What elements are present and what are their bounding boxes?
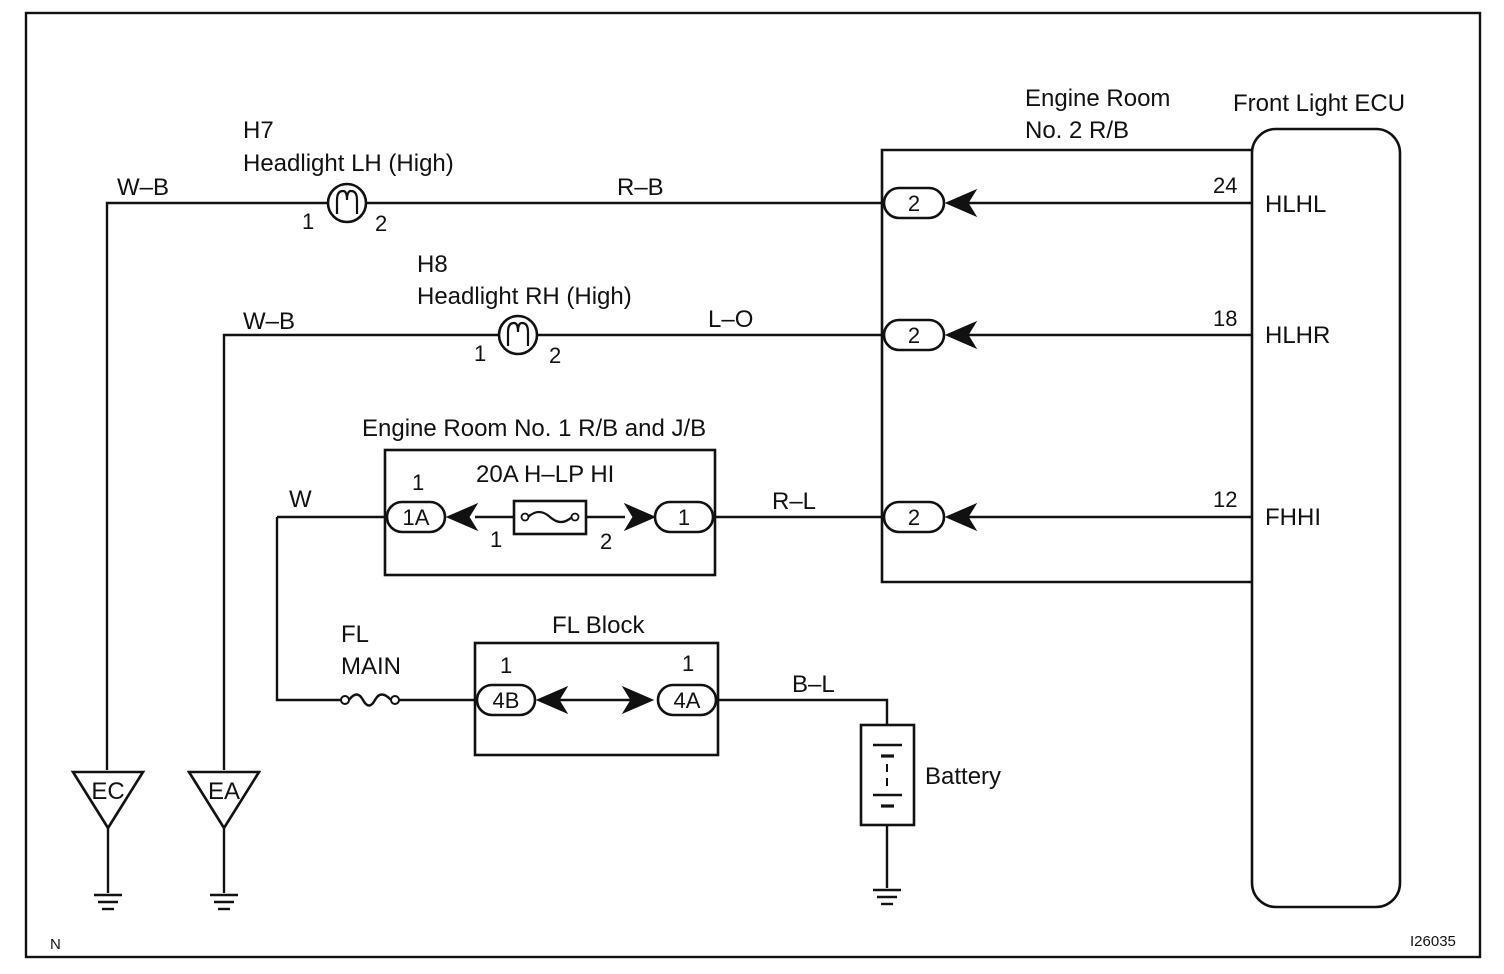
headlight-rh-name: Headlight RH (High) — [417, 283, 632, 310]
fuse-name: 20A H–LP HI — [476, 461, 614, 488]
ecu-pin-signal-hlhl: HLHL — [1265, 191, 1326, 218]
wire-b-l — [716, 698, 889, 725]
wire-b-l-label: B–L — [792, 671, 835, 698]
relay-block-2-title-line2: No. 2 R/B — [1025, 117, 1129, 144]
ground-ec: EC — [70, 770, 146, 911]
relay-block-1-outline — [383, 448, 717, 577]
fuse-pin2: 2 — [600, 529, 612, 554]
fl-block-circuit: FL MAIN FL Block 4B 1 4A 1 B–L — [275, 517, 889, 757]
connector-4b — [475, 683, 537, 717]
ground-ea-icon — [210, 893, 238, 911]
headlight-lh-ground-wire-label: W–B — [117, 174, 169, 201]
wire-w-down — [275, 517, 341, 702]
corner-mark: N — [50, 936, 61, 953]
connector-4b-label: 4B — [493, 688, 520, 713]
battery-ground-icon — [873, 888, 901, 906]
connector-4a-pin: 1 — [682, 651, 694, 676]
headlight-lh-pin1: 1 — [302, 209, 314, 234]
diagram-frame — [24, 11, 1482, 959]
fuse-pin1: 1 — [490, 527, 502, 552]
relay-block-1: Engine Room No. 1 R/B and J/B 20A H–LP H… — [277, 415, 884, 577]
headlight-rh-pin2: 2 — [549, 343, 561, 368]
headlight-rh-bulb-icon — [497, 314, 539, 356]
battery-icon — [859, 723, 916, 827]
relay-block-1-title: Engine Room No. 1 R/B and J/B — [362, 415, 706, 442]
wire-lh-ground — [105, 201, 327, 770]
rb2-connector-hlhl-label: 2 — [908, 191, 920, 216]
headlight-rh-circuit: H8 Headlight RH (High) 1 2 W–B L–O — [222, 251, 884, 770]
ecu-pin-signal-hlhr: HLHR — [1265, 322, 1330, 349]
battery: Battery — [859, 723, 1001, 906]
connector-1-arrow — [623, 502, 657, 532]
ecu-pin-number-hlhl: 24 — [1213, 173, 1237, 198]
ecu-pin-number-fhhi: 12 — [1213, 487, 1237, 512]
fusible-link-label-line2: MAIN — [341, 653, 401, 680]
headlight-lh-code: H7 — [243, 117, 274, 144]
wire-w-label: W — [289, 486, 312, 513]
headlight-rh-pin1: 1 — [474, 341, 486, 366]
wire-rh-ground — [222, 333, 498, 770]
ground-ec-triangle — [70, 770, 146, 831]
connector-1a-arrow — [445, 502, 479, 532]
connector-1 — [653, 500, 715, 534]
ground-ea-triangle — [186, 770, 262, 831]
ecu-pin-signal-fhhi: FHHI — [1265, 504, 1321, 531]
connector-4b-pin: 1 — [500, 653, 512, 678]
ground-ec-icon — [94, 893, 122, 911]
relay-block-2: Engine Room No. 2 R/B 2 2 2 — [880, 85, 1252, 584]
headlight-rh-code: H8 — [417, 251, 448, 278]
headlight-lh-feed-wire-label: R–B — [617, 174, 664, 201]
connector-1-label: 1 — [678, 505, 690, 530]
connector-1a-label: 1A — [403, 505, 430, 530]
ground-ec-label: EC — [91, 778, 124, 805]
fusible-link-label-line1: FL — [341, 621, 369, 648]
ground-ea-label: EA — [208, 778, 240, 805]
rb2-arrow-fhhi — [944, 502, 978, 532]
fuse-icon — [512, 499, 588, 536]
headlight-lh-pin2: 2 — [375, 211, 387, 236]
ground-ea: EA — [186, 770, 262, 911]
rb2-connector-hlhr-label: 2 — [908, 323, 920, 348]
connector-1a-pin: 1 — [412, 470, 424, 495]
rb2-connector-fhhi-label: 2 — [908, 505, 920, 530]
front-light-ecu: Front Light ECU 24 HLHL 18 HLHR 12 FHHI — [1213, 90, 1405, 909]
rb2-arrow-hlhr — [944, 320, 978, 350]
headlight-lh-name: Headlight LH (High) — [243, 150, 454, 177]
battery-label: Battery — [925, 763, 1001, 790]
rb2-arrow-hlhl — [944, 188, 978, 218]
ecu-pin-number-hlhr: 18 — [1213, 306, 1237, 331]
headlight-rh-feed-wire-label: L–O — [708, 306, 753, 333]
connector-1a — [385, 500, 447, 534]
headlight-rh-ground-wire-label: W–B — [243, 308, 295, 335]
fl-block-title: FL Block — [552, 612, 645, 639]
figure-id: I26035 — [1410, 933, 1456, 950]
connector-4a-label: 4A — [674, 688, 701, 713]
fusible-link-icon — [340, 693, 400, 707]
wire-r-l-label: R–L — [772, 488, 816, 515]
relay-block-2-outline — [880, 148, 1252, 584]
headlight-lh-bulb-icon — [326, 182, 368, 224]
relay-block-2-title-line1: Engine Room — [1025, 85, 1170, 112]
ecu-title: Front Light ECU — [1233, 90, 1405, 117]
headlight-lh-circuit: H7 Headlight LH (High) 1 2 W–B R–B — [105, 117, 884, 770]
connector-4a-arrow — [621, 685, 655, 715]
